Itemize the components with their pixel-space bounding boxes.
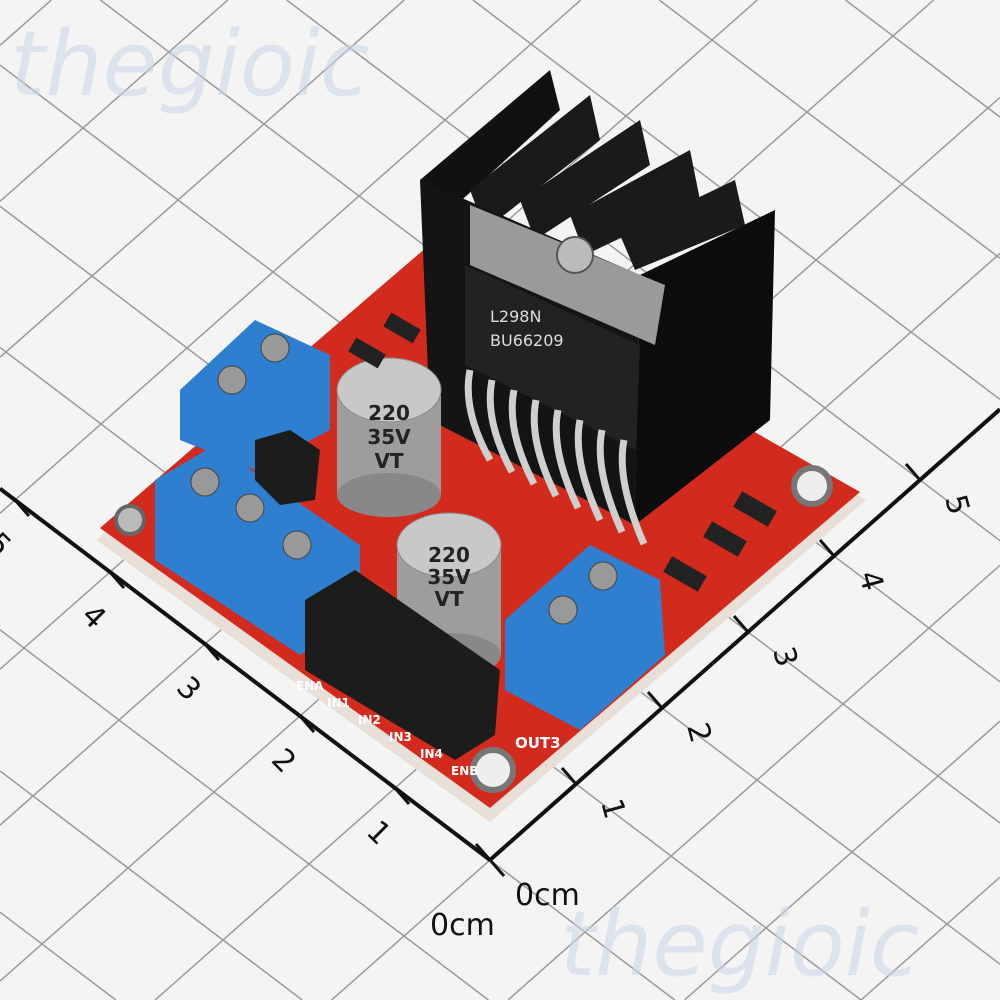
- grid-line: [0, 0, 582, 514]
- ruler-tick: [13, 499, 31, 517]
- grid-line: [507, 564, 1000, 1000]
- chip-tab: [470, 205, 665, 345]
- ruler-label-left: 5: [0, 526, 18, 564]
- ruler-axis-right: [488, 407, 1000, 862]
- svg-text:220: 220: [368, 401, 410, 425]
- chip-leg: [596, 429, 626, 534]
- chip-leg: [552, 409, 582, 510]
- ruler-label-right: 0cm: [515, 878, 580, 913]
- pin-label-in2: IN2: [358, 713, 381, 727]
- pin-header: [255, 430, 500, 760]
- grid-line: [0, 0, 229, 202]
- ruler-label-right: 4: [851, 567, 890, 595]
- screw-icon: [556, 236, 594, 274]
- l298n-driver-board: L298N BU66209 220 35V VT 220 35V VT: [96, 70, 866, 822]
- pin-label-in3: IN3: [389, 730, 412, 744]
- output-label: OUT3: [515, 734, 561, 752]
- grid-line: [684, 720, 1000, 1000]
- pin-label-enb: ENB: [451, 764, 478, 778]
- ruler-tick: [298, 715, 316, 733]
- heatsink: L298N BU66209: [420, 70, 775, 525]
- grid-line: [658, 0, 1000, 259]
- terminal-block-right-2pin: [505, 545, 665, 730]
- grid-line: [0, 629, 489, 1000]
- ruler-label-left: 1: [359, 814, 397, 852]
- grid-line: [0, 0, 405, 358]
- ruler-label-right: 2: [679, 719, 718, 747]
- chip-leg: [464, 369, 494, 462]
- ruler-tick: [474, 843, 492, 861]
- ruler-axis-left: [0, 487, 492, 862]
- pin-label-ena: ENA: [296, 679, 324, 693]
- chip-leg: [530, 399, 560, 498]
- chip-leg: [486, 379, 516, 474]
- ruler-tick: [904, 463, 922, 481]
- ruler-label-left: 4: [74, 598, 112, 636]
- pin-label-in4: IN4: [420, 747, 443, 761]
- chip-code: BU66209: [490, 331, 564, 350]
- l298n-chip: [465, 265, 640, 450]
- ruler-label-left: 2: [264, 742, 302, 780]
- chip-leg: [508, 389, 538, 486]
- svg-text:35V: 35V: [427, 565, 471, 589]
- grid-line: [0, 0, 52, 46]
- svg-text:220: 220: [428, 543, 470, 567]
- ruler-tick: [488, 859, 506, 877]
- ruler-label-left: 3: [169, 670, 207, 708]
- capacitor-1: 220 35V VT: [336, 357, 442, 517]
- ruler-tick: [393, 787, 411, 805]
- grid-line: [860, 876, 1000, 1000]
- mount-hole: [470, 747, 516, 793]
- grid-line: [0, 770, 303, 1000]
- pin-label-in1: IN1: [327, 696, 350, 710]
- ruler-tick: [732, 615, 750, 633]
- ruler-label-right: 3: [765, 643, 804, 671]
- smd-diodes: [348, 312, 777, 592]
- watermark-top: thegioic: [10, 12, 369, 117]
- ruler-label-right: 1: [593, 795, 632, 823]
- watermark-bottom: thegioic: [560, 892, 919, 997]
- ruler-label-right: 5: [937, 491, 976, 519]
- mount-hole: [791, 465, 833, 507]
- grid-line: [0, 911, 117, 1000]
- chip-legs: [464, 369, 648, 546]
- ruler-tick: [818, 539, 836, 557]
- chip-leg: [574, 419, 604, 522]
- grid-line: [286, 0, 1000, 542]
- grid-line: [845, 0, 1000, 118]
- chip-label: L298N: [490, 307, 541, 326]
- ruler-tick: [646, 691, 664, 709]
- jumper: [255, 430, 320, 505]
- ruler-tick: [560, 767, 578, 785]
- mount-hole: [114, 504, 146, 536]
- ruler-tick: [108, 571, 126, 589]
- svg-text:VT: VT: [374, 449, 403, 473]
- svg-text:VT: VT: [434, 587, 463, 611]
- svg-text:35V: 35V: [367, 425, 411, 449]
- chip-leg: [618, 439, 648, 546]
- ruler-label-left: 0cm: [430, 908, 495, 943]
- ruler-tick: [203, 643, 221, 661]
